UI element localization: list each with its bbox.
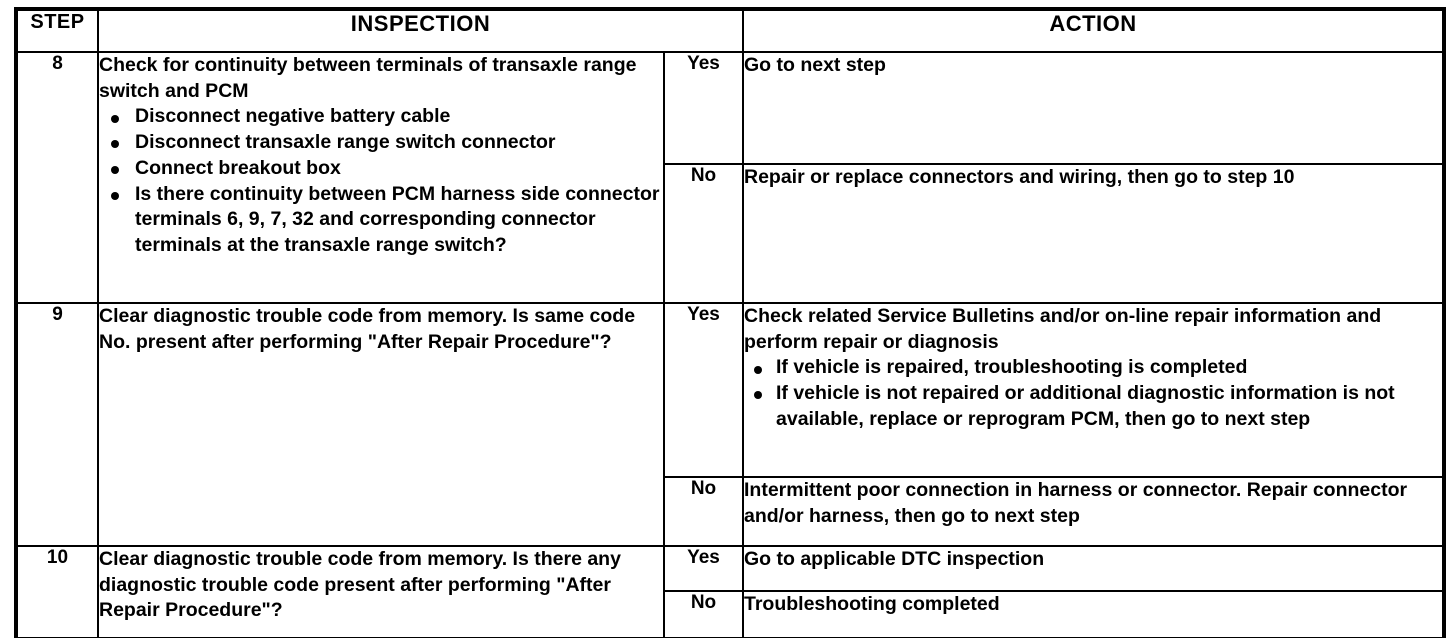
answer-label-no: No <box>663 163 744 304</box>
column-header-step: STEP <box>16 9 99 53</box>
table-row: No Repair or replace connectors and wiri… <box>17 163 1444 304</box>
action-text: Troubleshooting completed <box>744 593 1000 615</box>
list-item-text: Is there continuity between PCM harness … <box>135 182 660 257</box>
bullet-icon <box>111 191 119 200</box>
answer-label-yes: Yes <box>663 302 744 478</box>
table-row: No Troubleshooting completed <box>17 590 1444 638</box>
step-number: 9 <box>16 302 99 547</box>
action-bullet-list: If vehicle is repaired, troubleshooting … <box>744 355 1442 432</box>
answer-label-no: No <box>663 590 744 638</box>
step-number: 8 <box>16 51 99 304</box>
list-item-text: Disconnect transaxle range switch connec… <box>135 131 556 154</box>
inspection-cell: Clear diagnostic trouble code from memor… <box>97 545 665 638</box>
action-cell: Go to applicable DTC inspection <box>742 545 1444 592</box>
column-header-inspection: INSPECTION <box>97 9 744 53</box>
bullet-icon <box>111 166 119 175</box>
list-item: If vehicle is not repaired or additional… <box>744 381 1442 432</box>
inspection-text: Clear diagnostic trouble code from memor… <box>99 305 636 353</box>
table-row: 9 Clear diagnostic trouble code from mem… <box>16 302 1444 547</box>
bullet-icon <box>754 391 762 400</box>
list-item-text: Disconnect negative battery cable <box>135 105 451 128</box>
list-item: If vehicle is repaired, troubleshooting … <box>744 355 1442 381</box>
list-item: Is there continuity between PCM harness … <box>99 182 663 259</box>
header-row: STEP INSPECTION ACTION <box>16 9 1444 53</box>
diagnostic-table: STEP INSPECTION ACTION 8 Check for conti… <box>14 7 1446 638</box>
list-item-text: If vehicle is not repaired or additional… <box>776 382 1395 430</box>
table-header: STEP INSPECTION ACTION <box>16 9 1444 53</box>
action-text: Go to next step <box>744 54 886 76</box>
table-row: 8 Check for continuity between terminals… <box>16 51 1444 304</box>
bullet-icon <box>754 365 762 374</box>
list-item: Disconnect negative battery cable <box>99 104 663 130</box>
inspection-text: Clear diagnostic trouble code from memor… <box>99 548 621 622</box>
diagnostic-table-container: STEP INSPECTION ACTION 8 Check for conti… <box>14 7 1446 638</box>
action-cell: Intermittent poor connection in harness … <box>742 476 1444 547</box>
inspection-bullet-list: Disconnect negative battery cable Discon… <box>99 104 663 258</box>
action-text: Repair or replace connectors and wiring,… <box>744 166 1295 188</box>
answer-label-yes: Yes <box>663 545 744 592</box>
step-number: 10 <box>16 545 99 638</box>
answer-label-no: No <box>663 476 744 547</box>
list-item-text: Connect breakout box <box>135 156 341 179</box>
action-cell: Troubleshooting completed <box>742 590 1444 638</box>
bullet-icon <box>111 140 119 149</box>
action-text: Intermittent poor connection in harness … <box>744 479 1408 527</box>
list-item: Connect breakout box <box>99 156 663 182</box>
table-row: 10 Clear diagnostic trouble code from me… <box>16 545 1444 638</box>
list-item-text: If vehicle is repaired, troubleshooting … <box>776 356 1248 379</box>
column-header-action: ACTION <box>742 9 1444 53</box>
bullet-icon <box>111 114 119 123</box>
action-text: Go to applicable DTC inspection <box>744 548 1045 570</box>
table-body: 8 Check for continuity between terminals… <box>16 51 1444 638</box>
inspection-cell: Clear diagnostic trouble code from memor… <box>97 302 665 547</box>
table-row: No Intermittent poor connection in harne… <box>17 476 1444 547</box>
action-cell: Repair or replace connectors and wiring,… <box>742 163 1444 304</box>
inspection-cell: Check for continuity between terminals o… <box>97 51 665 304</box>
action-cell: Go to next step <box>742 51 1444 165</box>
list-item: Disconnect transaxle range switch connec… <box>99 130 663 156</box>
answer-label-yes: Yes <box>663 51 744 165</box>
action-text: Check related Service Bulletins and/or o… <box>744 305 1382 353</box>
inspection-text: Check for continuity between terminals o… <box>99 54 637 102</box>
action-cell: Check related Service Bulletins and/or o… <box>742 302 1444 478</box>
